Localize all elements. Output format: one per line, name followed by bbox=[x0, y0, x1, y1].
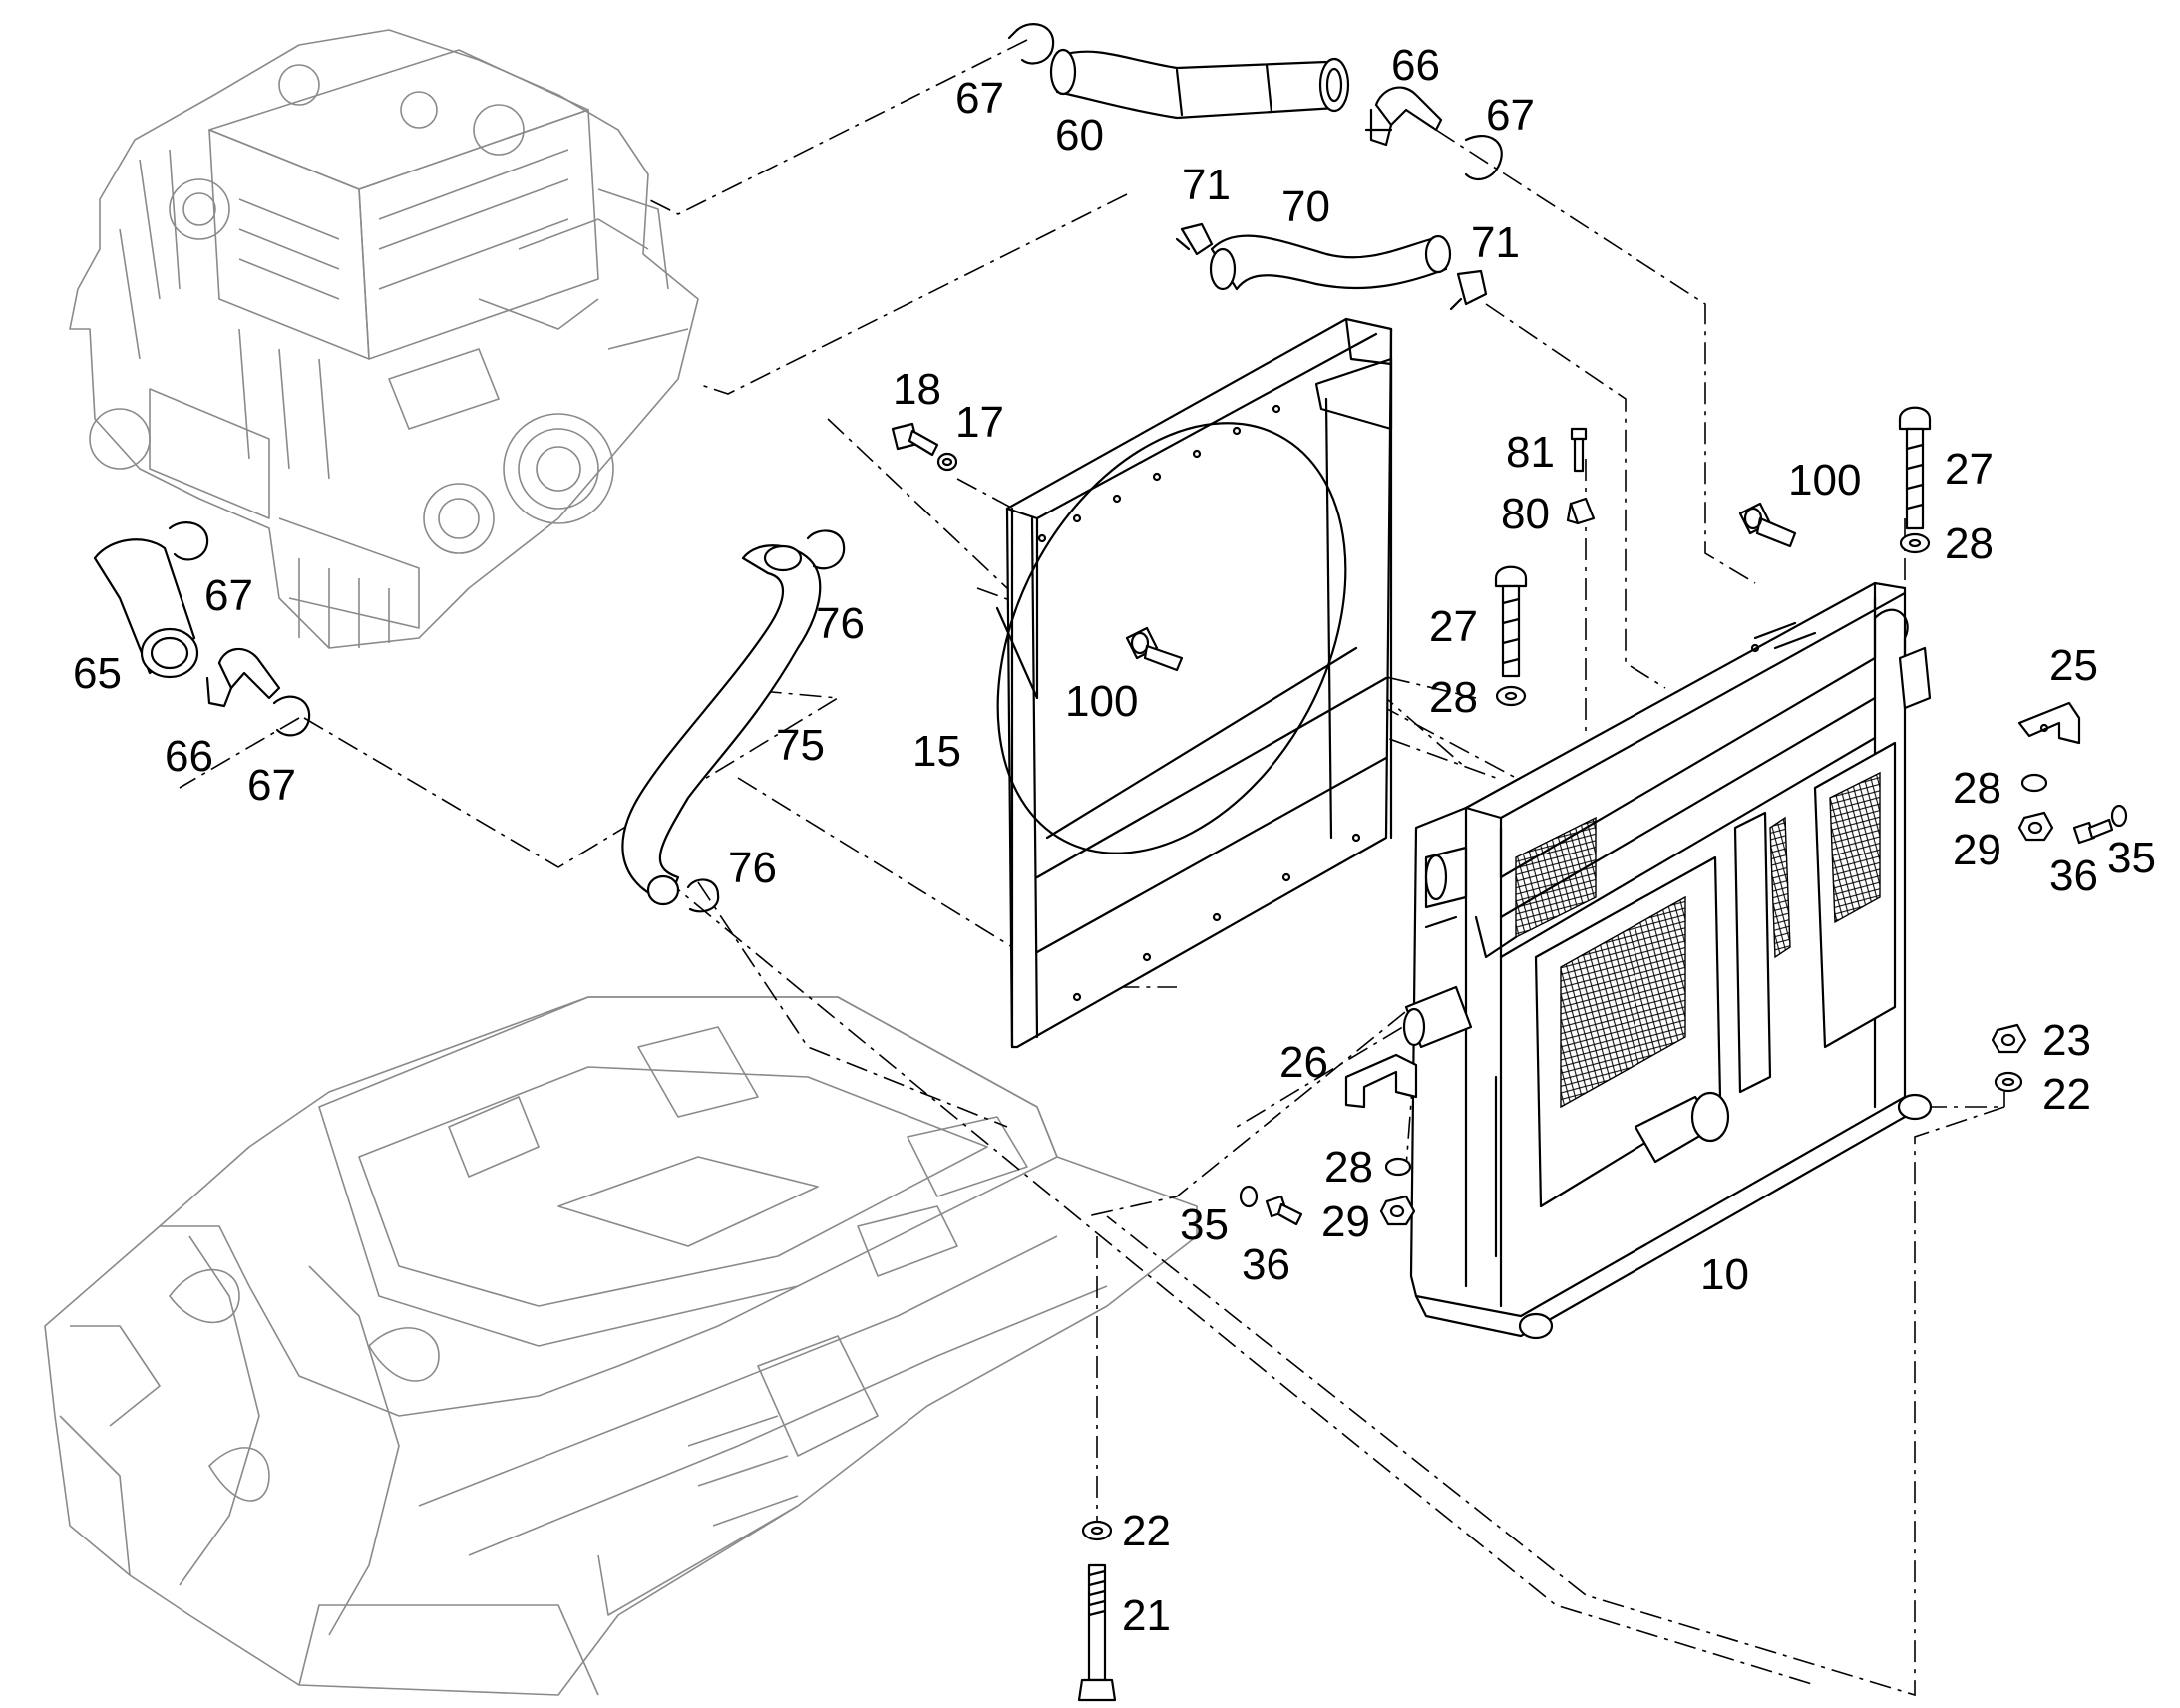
callout-65: 65 bbox=[73, 649, 122, 698]
callout-100: 100 bbox=[1065, 677, 1138, 726]
callout-15: 15 bbox=[912, 727, 961, 776]
hose-75 bbox=[621, 544, 822, 906]
callout-66: 66 bbox=[165, 732, 213, 781]
clamp-67-top-left bbox=[1007, 23, 1055, 65]
washer-35-right bbox=[2110, 804, 2128, 828]
callout-100: 100 bbox=[1788, 456, 1861, 505]
callout-67: 67 bbox=[1486, 91, 1535, 140]
washer-28-right-top bbox=[1899, 532, 1931, 554]
callout-67: 67 bbox=[204, 571, 253, 620]
bolt-21 bbox=[1077, 1563, 1117, 1702]
nut-29-right bbox=[2017, 811, 2054, 842]
callout-35: 35 bbox=[1180, 1200, 1229, 1249]
clamp-67-left-top bbox=[168, 521, 209, 561]
clamp-76-top bbox=[806, 529, 846, 570]
clamp-67-top-right bbox=[1464, 135, 1503, 181]
callout-28: 28 bbox=[1429, 673, 1478, 722]
callout-75: 75 bbox=[776, 721, 825, 770]
fan-shroud bbox=[995, 317, 1393, 1049]
bracket-25 bbox=[2017, 701, 2081, 745]
callout-23: 23 bbox=[2042, 1016, 2091, 1065]
nut-23 bbox=[1991, 1023, 2027, 1054]
callout-67: 67 bbox=[247, 761, 296, 810]
callout-70: 70 bbox=[1281, 182, 1330, 231]
washer-22-lower bbox=[1081, 1520, 1113, 1541]
nut-80 bbox=[1566, 497, 1596, 525]
callout-66: 66 bbox=[1391, 41, 1440, 90]
callout-76: 76 bbox=[728, 844, 777, 892]
bolt-18 bbox=[891, 422, 939, 457]
bracket-26 bbox=[1344, 1053, 1418, 1109]
callout-26: 26 bbox=[1279, 1038, 1328, 1087]
bolt-36-right bbox=[2072, 818, 2114, 845]
washer-17 bbox=[936, 452, 958, 472]
callout-labels: 67 60 66 67 71 70 71 18 17 81 80 100 27 … bbox=[73, 41, 2156, 1640]
bolt-36-lower bbox=[1265, 1195, 1303, 1226]
callout-29: 29 bbox=[1321, 1197, 1370, 1246]
callout-71: 71 bbox=[1182, 161, 1231, 209]
callout-27: 27 bbox=[1429, 602, 1478, 651]
bolt-81 bbox=[1570, 427, 1588, 473]
washer-22-right bbox=[1994, 1071, 2023, 1093]
engine-assembly bbox=[69, 29, 699, 649]
clamp-67-left-bottom bbox=[272, 695, 311, 737]
hose-70 bbox=[1209, 234, 1452, 291]
callout-36: 36 bbox=[2049, 852, 2098, 900]
callout-36: 36 bbox=[1242, 1240, 1290, 1289]
callout-28: 28 bbox=[1945, 519, 1994, 568]
callout-22: 22 bbox=[2042, 1070, 2091, 1119]
callout-10: 10 bbox=[1700, 1250, 1749, 1299]
washer-28-mid bbox=[1495, 685, 1527, 707]
callout-25: 25 bbox=[2049, 641, 2098, 690]
callout-27: 27 bbox=[1945, 445, 1994, 494]
washer-28-right bbox=[2020, 773, 2048, 793]
sensor-100-left bbox=[1125, 626, 1184, 672]
callout-29: 29 bbox=[1953, 826, 2001, 874]
washer-28-lower bbox=[1384, 1157, 1412, 1177]
hose-60 bbox=[1049, 48, 1350, 120]
bolt-27-mid bbox=[1494, 565, 1528, 678]
callout-71: 71 bbox=[1471, 218, 1520, 267]
clamp-66-top bbox=[1364, 86, 1443, 147]
callout-17: 17 bbox=[955, 398, 1004, 447]
callout-67: 67 bbox=[955, 74, 1004, 123]
clamp-71-right bbox=[1449, 269, 1488, 311]
callout-18: 18 bbox=[893, 365, 941, 414]
callout-60: 60 bbox=[1055, 111, 1104, 160]
callout-28: 28 bbox=[1953, 764, 2001, 813]
callout-35: 35 bbox=[2107, 834, 2156, 882]
radiator-assembly bbox=[1402, 581, 1933, 1340]
clamp-76-bottom bbox=[686, 878, 720, 913]
bolt-27-right bbox=[1898, 406, 1932, 530]
clamp-71-left bbox=[1175, 222, 1214, 256]
callout-81: 81 bbox=[1506, 428, 1555, 477]
callout-76: 76 bbox=[816, 599, 865, 648]
sensor-100-right bbox=[1738, 502, 1797, 548]
callout-21: 21 bbox=[1122, 1591, 1171, 1640]
clamp-66-left bbox=[205, 647, 281, 708]
washer-35-lower bbox=[1239, 1185, 1259, 1208]
callout-80: 80 bbox=[1501, 490, 1550, 538]
chassis-frame bbox=[44, 996, 1198, 1696]
callout-22: 22 bbox=[1122, 1507, 1171, 1555]
nut-29-lower bbox=[1379, 1195, 1416, 1226]
hose-65 bbox=[93, 538, 199, 679]
callout-28: 28 bbox=[1324, 1143, 1373, 1192]
